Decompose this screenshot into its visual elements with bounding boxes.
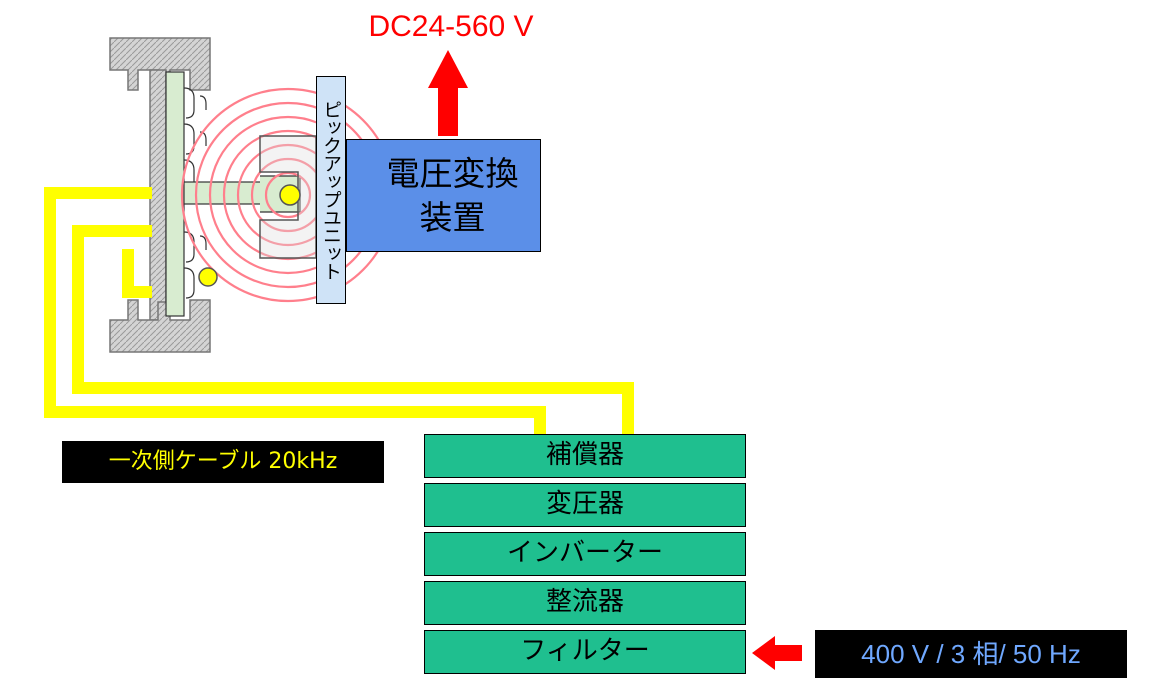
voltage-converter-label: 電圧変換 装置: [386, 153, 519, 237]
stage-inverter: インバーター: [424, 532, 746, 576]
output-arrow-icon: [428, 50, 468, 136]
stage-filter: フィルター: [424, 630, 746, 674]
voltage-converter-box: 電圧変換 装置: [346, 139, 541, 252]
stage-rectifier: 整流器: [424, 581, 746, 625]
wheel-icon: [198, 267, 218, 287]
power-supply-label: 400 V / 3 相/ 50 Hz: [815, 630, 1127, 678]
primary-cable-label: 一次側ケーブル 20kHz: [62, 441, 384, 483]
stage-transformer: 変圧器: [424, 483, 746, 527]
primary-cable: [44, 187, 634, 434]
input-arrow-icon: [752, 636, 802, 670]
rail-profile: [109, 37, 211, 353]
wheel-icon: [279, 184, 301, 206]
stage-compensator: 補償器: [424, 434, 746, 478]
output-voltage-label: DC24-560 V: [368, 10, 534, 43]
pickup-unit-label: ピックアップユニット: [316, 76, 346, 304]
